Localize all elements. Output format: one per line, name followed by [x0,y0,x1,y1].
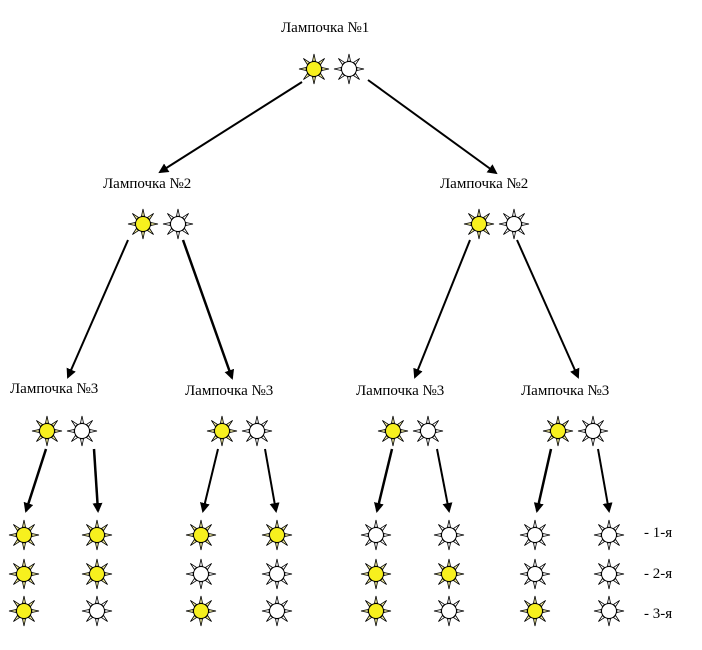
outcome-bulb-off-icon [261,595,293,627]
outcome-row-label: - 1-я [644,525,673,541]
branch-arrow [436,448,453,513]
branch-arrow [367,79,498,175]
outcome-bulb-on-icon [519,595,551,627]
branch-arrow [158,81,303,174]
bulb-on-icon [542,415,574,447]
outcome-bulb-on-icon [185,519,217,551]
level3-node-label: Лампочка №3 [521,383,610,399]
level3-node-label: Лампочка №3 [185,383,274,399]
branch-arrow [181,239,235,380]
bulb-off-icon [66,415,98,447]
outcome-bulb-off-icon [185,558,217,590]
bulb-off-icon [498,208,530,240]
outcome-bulb-off-icon [360,519,392,551]
outcome-bulb-on-icon [81,558,113,590]
outcome-bulb-off-icon [593,558,625,590]
branch-arrow [200,448,219,513]
outcome-bulb-on-icon [360,595,392,627]
root-node-label: Лампочка №1 [281,20,370,36]
bulb-off-icon [162,208,194,240]
branch-arrow [597,448,613,513]
outcome-bulb-on-icon [360,558,392,590]
outcome-bulb-on-icon [8,519,40,551]
branch-arrow [533,448,553,513]
level3-node-label: Лампочка №3 [356,383,445,399]
outcome-bulb-on-icon [8,558,40,590]
outcome-row-label: - 3-я [644,606,673,622]
outcome-bulb-off-icon [593,519,625,551]
bulb-off-icon [241,415,273,447]
bulb-on-icon [377,415,409,447]
outcome-bulb-on-icon [261,519,293,551]
outcome-bulb-off-icon [519,558,551,590]
branch-arrow [413,239,471,379]
bulb-on-icon [298,53,330,85]
outcome-bulb-on-icon [433,558,465,590]
branch-arrow [374,448,394,513]
branch-arrow [23,448,48,513]
bulb-off-icon [412,415,444,447]
level2-node-label: Лампочка №2 [103,176,192,192]
bulb-on-icon [463,208,495,240]
outcome-row-label: - 2-я [644,566,673,582]
bulb-off-icon [333,53,365,85]
outcome-bulb-off-icon [593,595,625,627]
outcome-bulb-off-icon [261,558,293,590]
branch-arrow [516,239,580,379]
bulb-off-icon [577,415,609,447]
level2-node-label: Лампочка №2 [440,176,529,192]
level3-node-label: Лампочка №3 [10,381,99,397]
bulb-on-icon [31,415,63,447]
bulb-on-icon [206,415,238,447]
outcome-bulb-on-icon [81,519,113,551]
branch-arrow [92,448,103,513]
outcome-bulb-off-icon [433,595,465,627]
outcome-bulb-off-icon [519,519,551,551]
outcome-bulb-off-icon [433,519,465,551]
branch-arrow [66,239,129,379]
outcome-bulb-off-icon [81,595,113,627]
branch-arrow [264,448,280,513]
bulb-on-icon [127,208,159,240]
outcome-bulb-on-icon [8,595,40,627]
outcome-bulb-on-icon [185,595,217,627]
